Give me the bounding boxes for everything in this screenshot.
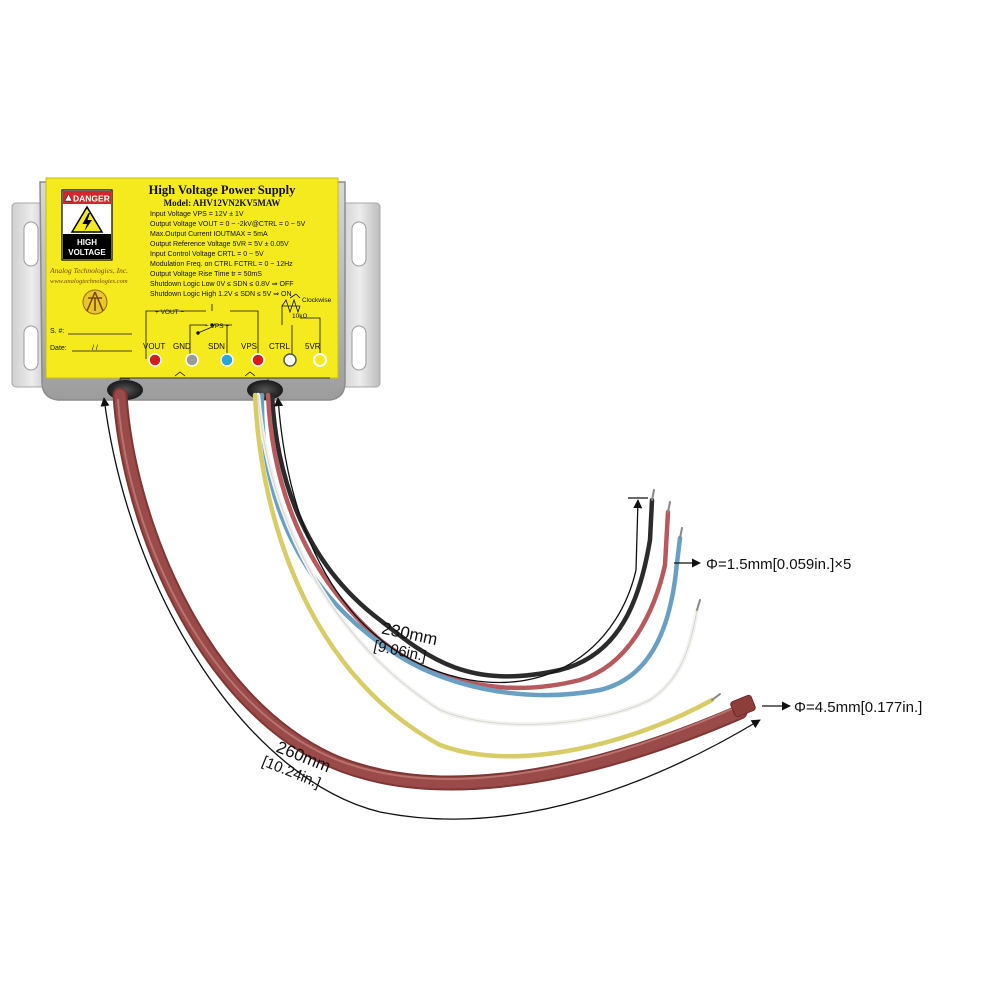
thin-wire-diameter: Φ=1.5mm[0.059in.]×5 — [706, 556, 851, 573]
model-number: Model: AHV12VN2KV5MAW — [164, 198, 281, 208]
thick-cable-diameter: Φ=4.5mm[0.177in.] — [794, 699, 922, 716]
pin-dot-sdn — [220, 353, 234, 367]
spec-line: Max.Output Current IOUTMAX = 5mA — [150, 231, 268, 238]
clockwise-label: Clockwise — [302, 297, 332, 304]
product-label: DANGER HIGH VOLTAGE High Voltage Power S… — [45, 177, 339, 385]
company-logo-icon — [82, 289, 108, 315]
spec-line: Shutdown Logic Low 0V ≤ SDN ≤ 0.8V ⇒ OFF — [150, 281, 294, 288]
label-title: High Voltage Power Supply — [149, 183, 296, 197]
wire-blue — [259, 392, 683, 698]
spec-line: Output Voltage Rise Time tr = 50mS — [150, 271, 262, 278]
spec-line: Modulation Freq. on CTRL FCTRL = 0 ~ 12H… — [150, 261, 293, 268]
pin-label-gnd: GND — [173, 342, 191, 351]
spec-line: Input Voltage VPS = 12V ± 1V — [150, 211, 244, 218]
wire-ends — [651, 489, 721, 701]
vout-bar-label: + VOUT − — [155, 309, 184, 316]
pin-dot-vout — [148, 353, 162, 367]
date-slashes: / / — [92, 345, 98, 352]
spec-line: Output Reference Voltage 5VR = 5V ± 0.05… — [150, 241, 289, 248]
wire-black — [269, 392, 655, 679]
pin-label-5vr: 5VR — [305, 342, 321, 351]
pin-dot-vps — [251, 353, 265, 367]
spec-line: Output Voltage VOUT = 0 ~ -2kV@CTRL = 0 … — [150, 221, 306, 228]
thin-wires — [252, 392, 715, 759]
danger-text: DANGER — [73, 194, 110, 204]
circuit-diagram — [120, 293, 330, 379]
pin-dots — [148, 353, 327, 367]
mounting-bracket-right — [339, 202, 381, 388]
pin-dot-gnd — [185, 353, 199, 367]
spec-list: Input Voltage VPS = 12V ± 1V Output Volt… — [150, 211, 306, 298]
voltage-text: VOLTAGE — [68, 248, 106, 257]
spec-line: Input Control Voltage CRTL = 0 ~ 5V — [150, 251, 264, 258]
pin-dot-5vr — [313, 353, 327, 367]
potentiometer-label: 10kΩ — [292, 313, 307, 320]
pin-label-ctrl: CTRL — [269, 342, 290, 351]
serial-label: S. #: — [50, 328, 64, 335]
lightning-warning-icon — [70, 205, 104, 233]
danger-badge: DANGER HIGH VOLTAGE — [61, 189, 113, 261]
pin-dot-ctrl — [283, 353, 297, 367]
vps-bar-label: − VPS + — [205, 323, 229, 330]
pin-label-vps: VPS — [241, 342, 257, 351]
cable-grommet-right — [247, 380, 283, 400]
brand-name: Analog Technologies, Inc. — [49, 266, 128, 275]
pin-label-sdn: SDN — [208, 342, 225, 351]
brand-website: www.analogtechnologies.com — [50, 278, 128, 285]
dimension-arrows — [100, 397, 791, 820]
high-text: HIGH — [77, 238, 97, 247]
pin-label-vout: VOUT — [143, 342, 165, 351]
date-label: Date: — [50, 345, 67, 352]
spec-line: Shutdown Logic High 1.2V ≤ SDN ≤ 5V ⇒ ON — [150, 291, 292, 298]
